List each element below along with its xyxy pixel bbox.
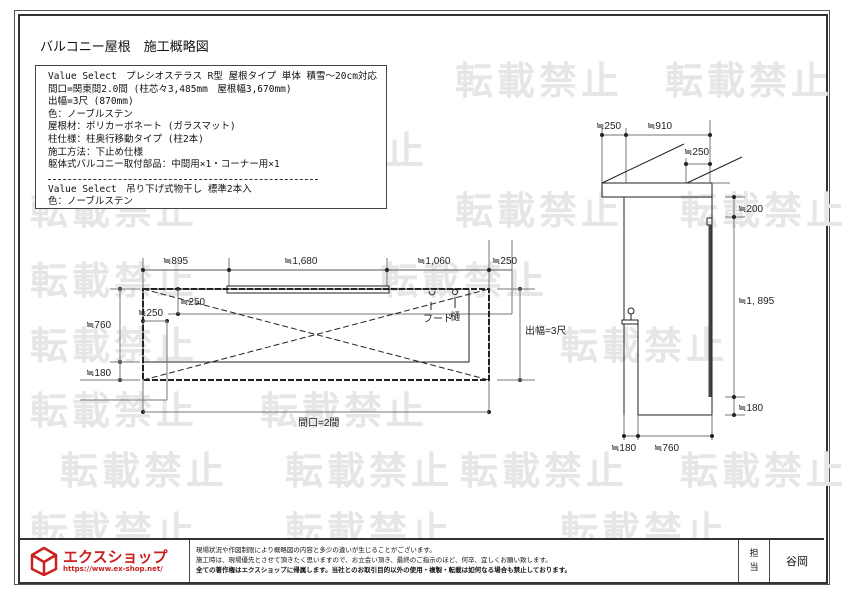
page-title: バルコニー屋根 施工概略図 [40,40,209,55]
side-view [600,120,745,440]
hood-symbol [428,290,436,296]
spec-line: 出幅=3尺 (870mm) [48,96,134,108]
spec-line: Value Select プレシオステラス R型 屋根タイプ 単体 積雪～20c… [48,71,377,82]
side-dim-180-right: ≒180 [738,403,764,414]
dim-760: ≒760 [86,320,112,331]
company-logo[interactable]: エクスショップ https://www.ex-shop.net/ [20,540,190,582]
side-dim-1895: ≒1, 895 [738,296,775,307]
cube-logo-icon [30,546,58,576]
watermark: 転載禁止 [260,389,429,433]
dim-250-inner: ≒250 [180,297,206,308]
spec-line: 躯体式バルコニー取付部品：中間用×1・コーナー用×1 [48,159,280,171]
logo-url[interactable]: https://www.ex-shop.net/ [63,565,163,573]
spec-extra-line: 色：ノーブルステン [48,196,133,208]
copyright-line: 全ての著作権はエクスショップに帰属します。当社とのお取引目的以外の使用・複製・転… [196,566,572,574]
spec-extra-line: Value Select 吊り下げ式物干し 標準2本入 [48,183,252,195]
watermark: 転載禁止 [680,449,842,493]
note-line: 現場状況や作図制限により概略図の内容と多少の違いが生じることがございます。 [196,546,436,554]
side-dim-910: ≒910 [647,121,673,132]
watermark: 転載禁止 [455,189,624,233]
watermark: 転載禁止 [30,259,199,303]
footer-notes: 現場状況や作図制限により概略図の内容と多少の違いが生じることがございます。 施工… [190,540,739,582]
watermark: 転載禁止 [285,449,454,493]
side-dim-200: ≒200 [738,204,764,215]
watermark: 転載禁止 [455,59,624,103]
spec-line: 間口=関東間2.0間 (柱芯々3,485mm 屋根幅3,670mm) [48,83,292,95]
plan-view [80,240,535,414]
spec-separator [48,178,318,180]
watermark: 転載禁止 [680,189,842,233]
logo-name: エクスショップ [63,548,168,566]
hood-label: フード [423,314,453,325]
gutter-symbol [452,289,458,295]
side-dim-760: ≒760 [654,443,680,454]
watermark: 転載禁止 [560,324,729,368]
dim-895: ≒895 [163,256,189,267]
spec-box: Value Select プレシオステラス R型 屋根タイプ 単体 積雪～20c… [35,65,387,209]
tantou-char: 当 [749,563,759,573]
dim-180: ≒180 [86,368,112,379]
side-dim-250-mid: ≒250 [684,147,710,158]
gutter-label: 樋 [450,310,460,323]
side-dim-180-bottom: ≒180 [611,443,637,454]
dim-250-left: ≒250 [138,308,164,319]
note-line: 施工時は、現場優先とさせて頂きたく思いますので、お立会い頂き、最終のご指示のほど… [196,556,552,564]
tantou-label: 担 当 [739,540,770,582]
outer-frame [14,10,830,585]
footer: エクスショップ https://www.ex-shop.net/ 現場状況や作図… [20,538,824,582]
side-dim-250-top: ≒250 [596,121,622,132]
spec-line: 施工方法：下止め仕様 [48,146,144,158]
depth-label: 出幅=3尺 [525,324,566,337]
watermark: 転載禁止 [460,449,629,493]
width-label: 間口=2間 [298,417,339,429]
spec-line: 柱仕様：柱奥行移動タイプ (柱2本) [48,133,204,145]
dim-1060: ≒1,060 [417,256,451,267]
dim-250-top: ≒250 [492,256,518,267]
dim-1680: ≒1,680 [284,256,318,267]
watermark: 転載禁止 [665,59,834,103]
inner-frame [18,14,828,584]
tantou-char: 担 [749,549,759,559]
spec-line: 屋根材：ポリカーボネート (ガラスマット) [48,121,236,133]
spec-line: 色：ノーブルステン [48,108,133,120]
watermark: 転載禁止 [60,449,229,493]
person-in-charge: 谷岡 [786,555,808,568]
